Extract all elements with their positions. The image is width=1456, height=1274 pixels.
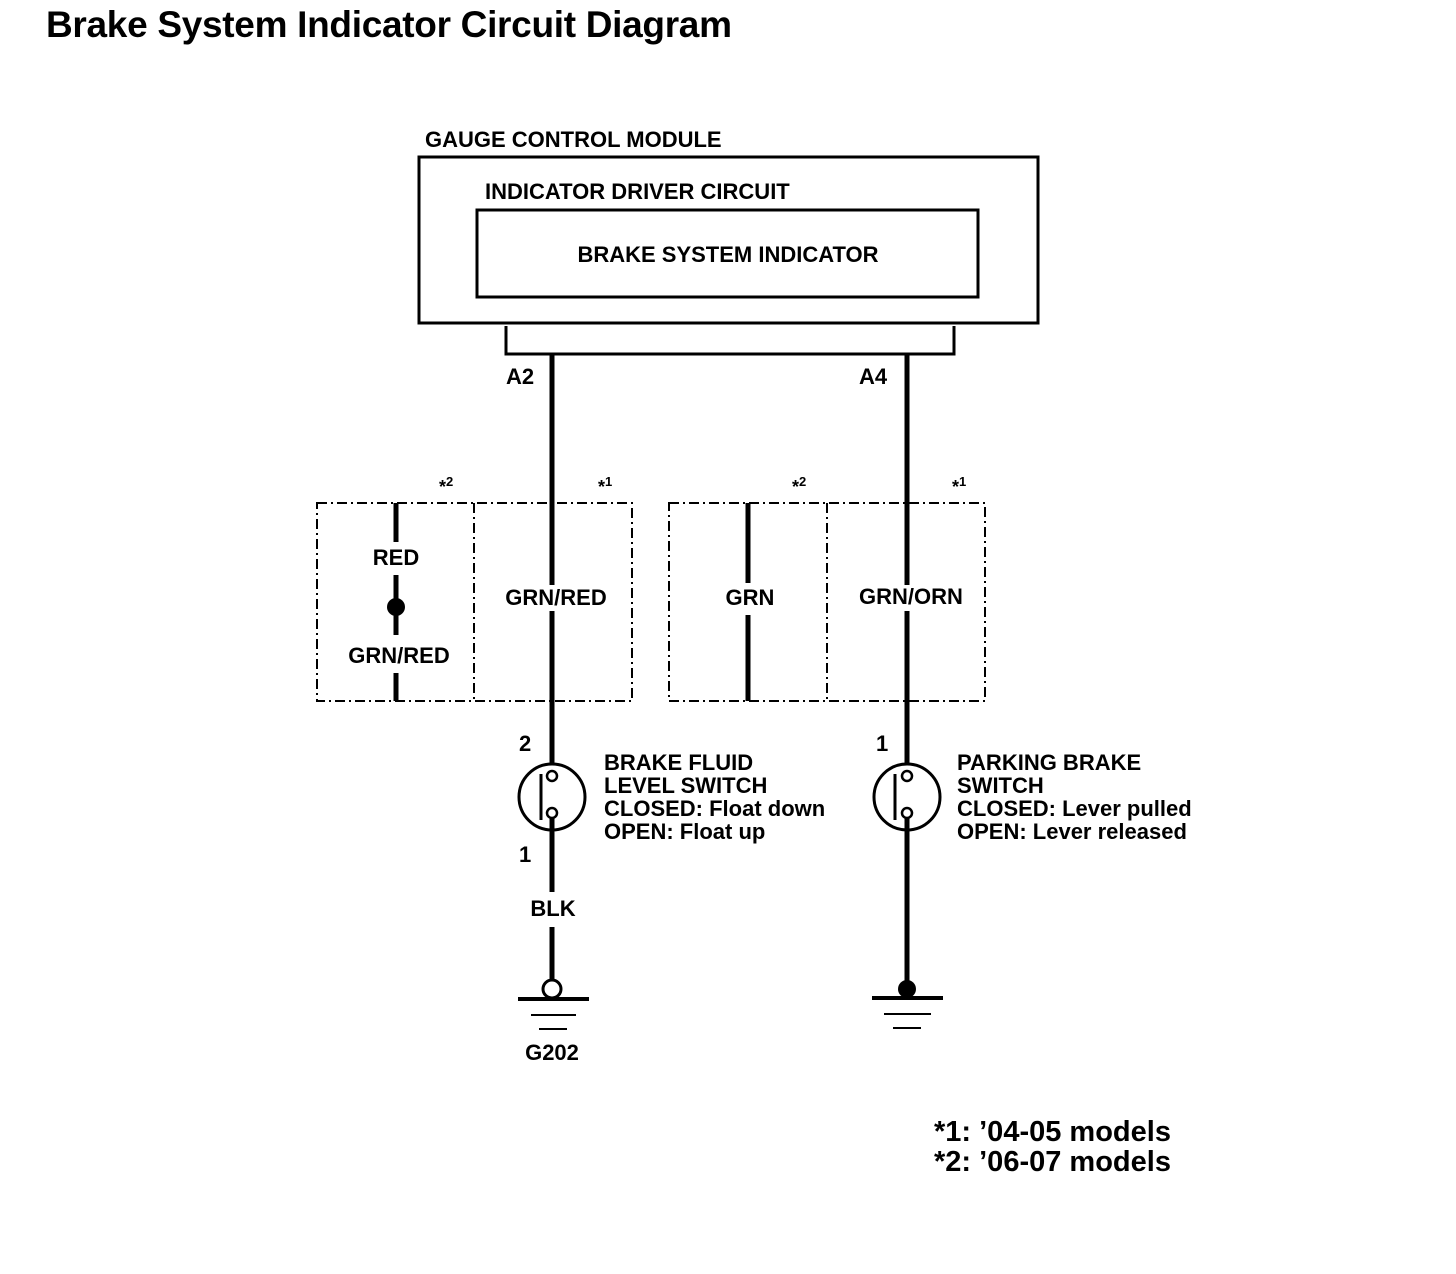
module-connector-bracket xyxy=(504,326,956,356)
wire-label-grn: GRN xyxy=(726,585,775,610)
wire-label-bg xyxy=(500,585,612,611)
ground-terminal-body xyxy=(898,980,916,998)
ground-label-g202: G202 xyxy=(525,1040,579,1065)
parking-brake-contact-top xyxy=(900,769,914,783)
pin-a2-label: A2 xyxy=(506,364,534,389)
indicator-driver-circuit-box xyxy=(475,208,980,299)
pin-a4-label: A4 xyxy=(859,364,888,389)
parking-brake-switch-line-2: SWITCH xyxy=(957,773,1044,798)
left-star1-marker: *1 xyxy=(598,474,612,497)
wire-label-bg xyxy=(850,585,970,611)
brake-fluid-contact-bottom xyxy=(545,806,559,820)
splice-dot xyxy=(387,598,405,616)
right-variant-box xyxy=(668,502,986,702)
brake-fluid-switch-line-2: LEVEL SWITCH xyxy=(604,773,767,798)
wire-label-grn-orn: GRN/ORN xyxy=(859,584,963,609)
parking-brake-switch-line-4: OPEN: Lever released xyxy=(957,819,1187,844)
wire-label-blk: BLK xyxy=(530,896,575,921)
indicator-driver-circuit-label: INDICATOR DRIVER CIRCUIT xyxy=(485,179,790,204)
brake-fluid-switch-line-3: CLOSED: Float down xyxy=(604,796,825,821)
brake-fluid-switch-line-4: OPEN: Float up xyxy=(604,819,765,844)
right-star2-marker: *2 xyxy=(792,474,806,497)
footnote-1: *1: ’04-05 models xyxy=(934,1116,1171,1148)
brake-fluid-contact-top xyxy=(545,769,559,783)
brake-fluid-pin-1: 1 xyxy=(519,842,531,867)
wire-label-red: RED xyxy=(373,545,419,570)
gauge-control-module-label: GAUGE CONTROL MODULE xyxy=(425,127,722,152)
parking-brake-switch-line-1: PARKING BRAKE xyxy=(957,750,1141,775)
brake-fluid-pin-2: 2 xyxy=(519,731,531,756)
parking-brake-pin-1: 1 xyxy=(876,731,888,756)
parking-brake-contact-bottom xyxy=(900,806,914,820)
brake-fluid-switch-line-1: BRAKE FLUID xyxy=(604,750,753,775)
wire-label-grn-red-lower: GRN/RED xyxy=(348,643,449,668)
diagram-title: Brake System Indicator Circuit Diagram xyxy=(46,4,732,45)
footnote-2: *2: ’06-07 models xyxy=(934,1146,1171,1178)
brake-system-indicator-label: BRAKE SYSTEM INDICATOR xyxy=(577,242,878,267)
gauge-control-module-box xyxy=(417,155,1040,325)
ground-terminal-open xyxy=(541,978,563,1000)
left-star2-marker: *2 xyxy=(439,474,453,497)
left-variant-box xyxy=(316,502,633,702)
wire-label-grn-red: GRN/RED xyxy=(505,585,606,610)
parking-brake-switch-line-3: CLOSED: Lever pulled xyxy=(957,796,1192,821)
right-star1-marker: *1 xyxy=(952,474,966,497)
